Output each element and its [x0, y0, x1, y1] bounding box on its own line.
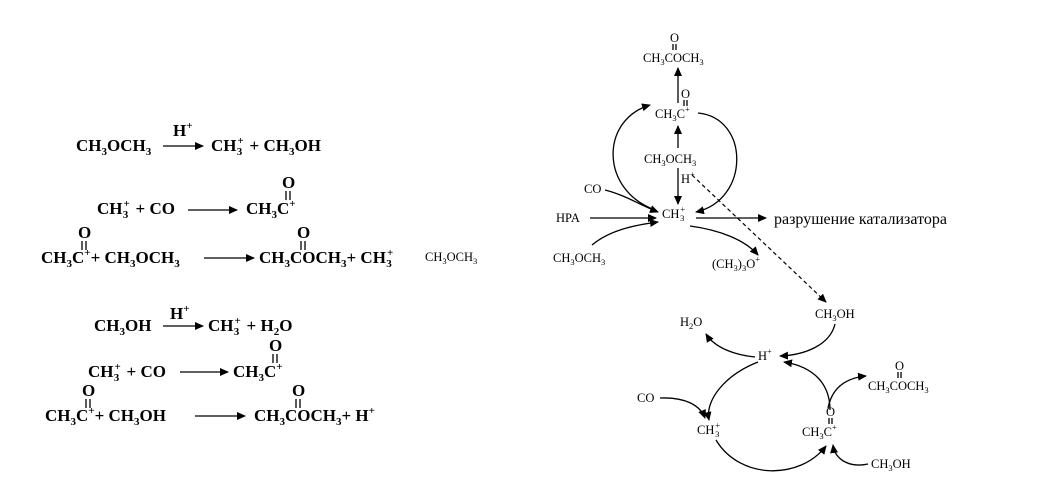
loop-proton-to-methyl — [703, 361, 759, 421]
svg-text:CH3OCH3: CH3OCH3 — [76, 136, 152, 158]
svg-text:CH3C++ CH3OCH3: CH3C++ CH3OCH3 — [41, 247, 180, 270]
equation-block-dme: CH3+ + CH3OH --> CH3OCH3 H+ CH+3 + CH3OH… — [41, 120, 477, 270]
arrow-co-lower — [659, 397, 706, 419]
arrow-oxonium — [689, 225, 759, 256]
equation-3: CH3C++ CH3OCH3 O CH3COCH3+ CH+3 O CH3OCH… — [41, 223, 477, 270]
water: H2O — [680, 315, 702, 331]
svg-text:O: O — [826, 405, 835, 419]
top-ester: CH3COCH3 — [643, 51, 704, 67]
svg-text:CH3C++ CH3OH: CH3C++ CH3OH — [45, 405, 166, 428]
methyl-lower: CH+3 — [697, 420, 720, 439]
equation-4: CH3OH H+ CH+3 + H2O — [94, 303, 292, 338]
svg-text:O: O — [282, 173, 295, 192]
svg-text:O: O — [78, 223, 91, 242]
methanol-lower: CH3OH — [871, 457, 911, 473]
arrow-to-water — [705, 333, 756, 358]
lower-cycle: CH3OH H+ H2O CO CH+3 CH3C+ O CH3COCH3 O … — [637, 307, 929, 473]
dme-side-label: CH3OCH3 — [425, 250, 477, 266]
loop-methyl-to-acyl — [715, 439, 827, 472]
svg-text:CH+3 + CO: CH+3 + CO — [88, 361, 166, 384]
svg-text:O: O — [292, 381, 305, 400]
svg-text:CH+3 + CO: CH+3 + CO — [97, 198, 175, 221]
svg-text:O: O — [895, 359, 904, 373]
ester-lower: CH3COCH3 — [868, 379, 929, 395]
svg-text:CH3C+: CH3C+ — [246, 198, 296, 221]
arrow-dme-in — [591, 219, 659, 246]
dme-input: CH3OCH3 — [553, 251, 605, 267]
svg-text:O: O — [269, 336, 282, 355]
methanol-link: CH3OH — [815, 307, 855, 323]
svg-text:O: O — [681, 87, 690, 101]
destruction-label: разрушение катализатора — [774, 211, 947, 228]
arrow-to-ester-lower — [827, 372, 867, 409]
arrow-methanol-in — [830, 444, 869, 466]
arrow-methanol-to-proton — [779, 323, 836, 360]
svg-text:CH3COCH3+ CH+3: CH3COCH3+ CH+3 — [259, 247, 393, 270]
co-input: CO — [584, 182, 601, 196]
upper-cycle: CH3COCH3 O CH3C+ O CH3OCH3 H+ CO HPA CH3… — [553, 31, 947, 303]
svg-text:CH3OH: CH3OH — [94, 316, 151, 338]
equation-2: CH+3 + CO CH3C+ O — [97, 173, 296, 221]
equation-5: CH+3 + CO CH3C+ O — [88, 336, 283, 384]
loop-acyl-to-proton — [783, 359, 831, 411]
equation-1: CH3OCH3 H+ CH+3 + CH3OH — [76, 120, 321, 158]
co-lower: CO — [637, 391, 654, 405]
proton-mid: H+ — [681, 169, 695, 186]
catalyst-label: H+ — [170, 303, 190, 323]
hpa-label: HPA — [556, 211, 580, 225]
svg-text:CH3COCH3+ H+: CH3COCH3+ H+ — [254, 405, 375, 428]
catalyst-label: H+ — [173, 120, 193, 140]
arrow-co — [604, 189, 659, 213]
acyl-lower: CH3C+ — [802, 422, 837, 441]
svg-text:O: O — [670, 31, 679, 45]
acyl-upper: CH3C+ — [655, 104, 690, 123]
methyl-center: CH+3 — [662, 204, 685, 223]
cycle-arc-right — [695, 112, 738, 215]
svg-text:O: O — [297, 223, 310, 242]
equation-6: CH3C++ CH3OH O CH3COCH3+ H+ O — [45, 381, 375, 428]
svg-text:CH+3 + H2O: CH+3 + H2O — [208, 315, 292, 338]
svg-text:CH+3 + CH3OH: CH+3 + CH3OH — [211, 135, 321, 158]
dashed-link — [691, 174, 827, 303]
svg-text:O: O — [82, 381, 95, 400]
equation-block-methanol: CH3+ + H2O --> CH3OH H+ CH+3 + H2O CH3C+… — [45, 303, 375, 428]
cycle-arc-left — [612, 103, 656, 211]
proton-lower: H+ — [758, 346, 772, 363]
dme-middle: CH3OCH3 — [644, 152, 696, 168]
trimethyloxonium: (CH3)3O+ — [712, 254, 760, 273]
svg-text:CH3C+: CH3C+ — [233, 361, 283, 384]
